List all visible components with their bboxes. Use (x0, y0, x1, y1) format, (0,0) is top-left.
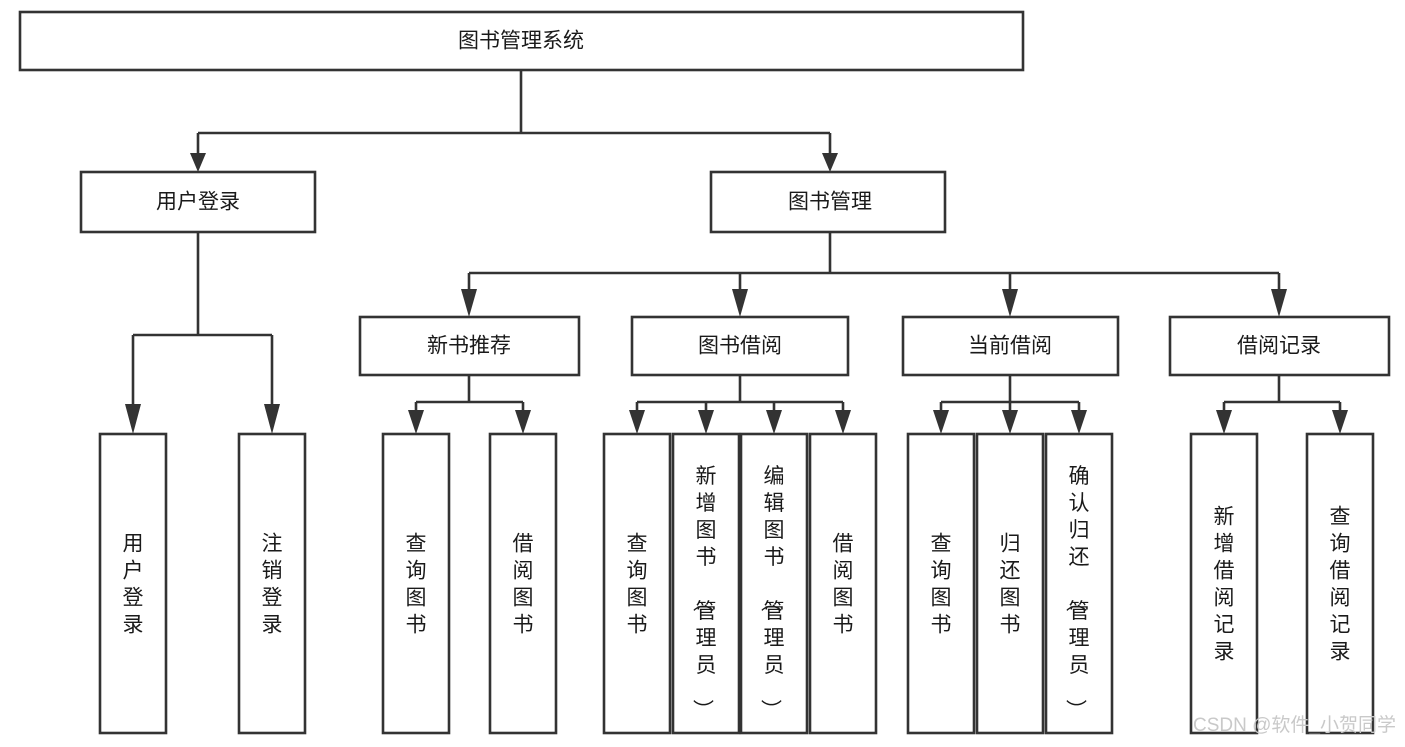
leaf-query-book-3-label: 查询图书 (931, 533, 952, 637)
node-leaf-logout-login[interactable]: 注销登录 (237, 432, 307, 735)
leaf-query-record-label: 查询借阅记录 (1330, 506, 1351, 664)
arrow-head-leaf-query-book-1 (408, 410, 424, 434)
arrow-head-book-manage (822, 153, 838, 172)
current-borrow-label: 当前借阅 (968, 335, 1052, 358)
node-leaf-query-book-2[interactable]: 查询图书 (602, 432, 672, 735)
node-leaf-return-book[interactable]: 归还图书 (975, 432, 1045, 735)
arrow-head-leaf-borrow-book-1 (515, 410, 531, 434)
node-leaf-user-login[interactable]: 用户登录 (98, 432, 168, 735)
arrow-head-leaf-logout-login (264, 404, 280, 434)
leaf-borrow-book-1-label: 借阅图书 (513, 533, 534, 637)
borrow-record-label: 借阅记录 (1237, 335, 1321, 358)
node-leaf-add-book[interactable]: 新增图书（管理员） (671, 432, 741, 735)
leaf-query-book-1-label: 查询图书 (406, 533, 427, 637)
node-leaf-query-book-3[interactable]: 查询图书 (906, 432, 976, 735)
leaf-return-book-label: 归还图书 (1000, 533, 1021, 637)
leaf-borrow-book-2-label: 借阅图书 (833, 533, 854, 637)
arrow-head-leaf-user-login (125, 404, 141, 434)
node-leaf-confirm-return[interactable]: 确认归还（管理员） (1044, 432, 1114, 735)
leaf-borrow-book-2-box[interactable] (808, 432, 878, 735)
node-leaf-borrow-book-2[interactable]: 借阅图书 (808, 432, 878, 735)
node-leaf-query-book-1[interactable]: 查询图书 (381, 432, 451, 735)
leaf-query-book-2-box[interactable] (602, 432, 672, 735)
node-new-book-rec[interactable]: 新书推荐 (358, 315, 581, 377)
arrow-head-leaf-query-record (1332, 410, 1348, 434)
arrow-head-leaf-edit-book (766, 410, 782, 434)
arrow-head-book-borrow (732, 289, 748, 317)
arrow-head-leaf-query-book-2 (629, 410, 645, 434)
node-leaf-edit-book[interactable]: 编辑图书（管理员） (739, 432, 809, 735)
node-leaf-borrow-book-1[interactable]: 借阅图书 (488, 432, 558, 735)
leaf-logout-login-box[interactable] (237, 432, 307, 735)
leaf-add-record-box[interactable] (1189, 432, 1259, 735)
arrow-head-leaf-borrow-book-2 (835, 410, 851, 434)
arrow-head-leaf-add-book (698, 410, 714, 434)
leaf-return-book-box[interactable] (975, 432, 1045, 735)
root-label: 图书管理系统 (458, 30, 584, 53)
book-manage-box[interactable] (709, 170, 947, 234)
csdn-watermark: CSDN @软件_小贺同学 (1193, 714, 1396, 736)
book-borrow-box[interactable] (630, 315, 850, 377)
leaf-add-record-label: 新增借阅记录 (1214, 506, 1235, 664)
node-book-borrow[interactable]: 图书借阅 (630, 315, 850, 377)
node-root[interactable]: 图书管理系统 (18, 10, 1025, 72)
leaf-borrow-book-1-box[interactable] (488, 432, 558, 735)
leaf-query-book-3-box[interactable] (906, 432, 976, 735)
arrow-head-new-book-rec (461, 289, 477, 317)
borrow-record-box[interactable] (1168, 315, 1391, 377)
leaf-add-book-box[interactable] (671, 432, 741, 735)
root-box[interactable] (18, 10, 1025, 72)
current-borrow-box[interactable] (901, 315, 1120, 377)
leaf-query-book-1-box[interactable] (381, 432, 451, 735)
arrow-head-user-login (190, 153, 206, 172)
book-borrow-label: 图书借阅 (698, 335, 782, 358)
leaf-query-book-2-label: 查询图书 (627, 533, 648, 637)
arrow-head-leaf-confirm-return (1071, 410, 1087, 434)
leaf-confirm-return-box[interactable] (1044, 432, 1114, 735)
new-book-rec-label: 新书推荐 (427, 335, 511, 358)
node-user-login[interactable]: 用户登录 (79, 170, 317, 234)
book-manage-label: 图书管理 (788, 191, 872, 214)
leaf-edit-book-label: 编辑图书（管理员） (759, 465, 785, 720)
leaf-add-book-label: 新增图书（管理员） (691, 465, 717, 720)
user-login-box[interactable] (79, 170, 317, 234)
leaf-query-record-box[interactable] (1305, 432, 1375, 735)
arrow-head-leaf-return-book (1002, 410, 1018, 434)
node-leaf-query-record[interactable]: 查询借阅记录 (1305, 432, 1375, 735)
node-leaf-add-record[interactable]: 新增借阅记录 (1189, 432, 1259, 735)
arrow-head-leaf-query-book-3 (933, 410, 949, 434)
node-book-manage[interactable]: 图书管理 (709, 170, 947, 234)
leaf-user-login-label: 用户登录 (123, 533, 144, 637)
leaf-confirm-return-label: 确认归还（管理员） (1064, 465, 1090, 720)
edge-layer (125, 70, 1348, 434)
node-borrow-record[interactable]: 借阅记录 (1168, 315, 1391, 377)
leaf-edit-book-box[interactable] (739, 432, 809, 735)
node-current-borrow[interactable]: 当前借阅 (901, 315, 1120, 377)
arrow-head-borrow-record (1271, 289, 1287, 317)
leaf-user-login-box[interactable] (98, 432, 168, 735)
arrow-head-leaf-add-record (1216, 410, 1232, 434)
user-login-label: 用户登录 (156, 191, 240, 214)
new-book-rec-box[interactable] (358, 315, 581, 377)
arrow-head-current-borrow (1002, 289, 1018, 317)
leaf-logout-login-label: 注销登录 (262, 533, 283, 637)
